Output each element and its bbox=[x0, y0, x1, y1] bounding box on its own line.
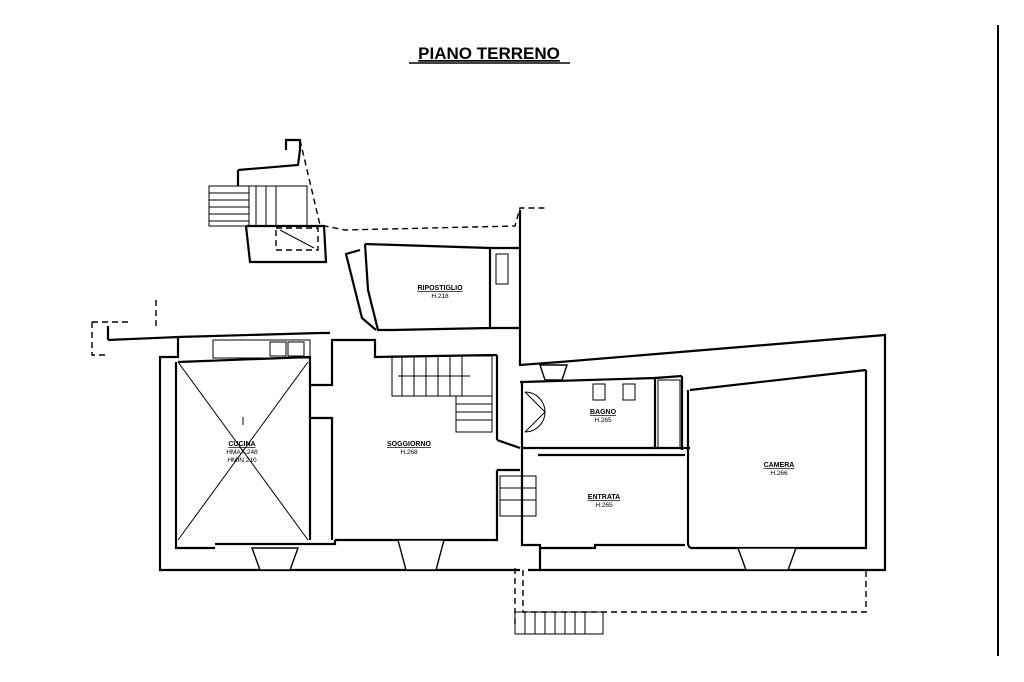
room-soggiorno-name: SOGGIORNO bbox=[387, 441, 432, 448]
room-cucina-hmax: HMAX.248 bbox=[226, 449, 258, 456]
soggiorno-stairs bbox=[391, 355, 493, 433]
room-cucina-name: CUCINA bbox=[228, 441, 255, 448]
room-entrata-name: ENTRATA bbox=[588, 494, 620, 501]
room-cucina-hmin: HMIN.210 bbox=[227, 457, 257, 464]
kitchen-counter bbox=[212, 339, 311, 359]
room-bagno-height: H.265 bbox=[594, 417, 612, 424]
room-bagno: BAGNO H.265 bbox=[590, 409, 617, 424]
entrance-steps bbox=[499, 475, 537, 517]
room-ripostiglio: RIPOSTIGLIO H.218 bbox=[417, 285, 463, 300]
room-ripostiglio-height: H.218 bbox=[431, 293, 449, 300]
room-entrata-height: H.265 bbox=[595, 502, 613, 509]
bathroom-fixtures bbox=[524, 379, 681, 449]
room-camera-name: CAMERA bbox=[764, 462, 795, 469]
room-cucina: CUCINA HMAX.248 HMIN.210 bbox=[226, 441, 258, 464]
outer-walls bbox=[106, 138, 887, 572]
cucina-ceiling-lines bbox=[177, 361, 309, 541]
room-camera-height: H.266 bbox=[770, 470, 788, 477]
room-ripostiglio-name: RIPOSTIGLIO bbox=[417, 285, 463, 292]
room-entrata: ENTRATA H.265 bbox=[588, 494, 620, 509]
room-bagno-name: BAGNO bbox=[590, 409, 617, 416]
upper-stairs bbox=[208, 185, 319, 251]
room-soggiorno-height: H.268 bbox=[400, 449, 418, 456]
dashed-boundaries bbox=[91, 139, 867, 628]
plan-title: PIANO TERRENO bbox=[418, 44, 560, 63]
room-camera: CAMERA H.266 bbox=[764, 462, 795, 477]
windows bbox=[251, 364, 797, 571]
room-soggiorno: SOGGIORNO H.268 bbox=[387, 441, 432, 456]
lower-stairs bbox=[514, 611, 604, 635]
